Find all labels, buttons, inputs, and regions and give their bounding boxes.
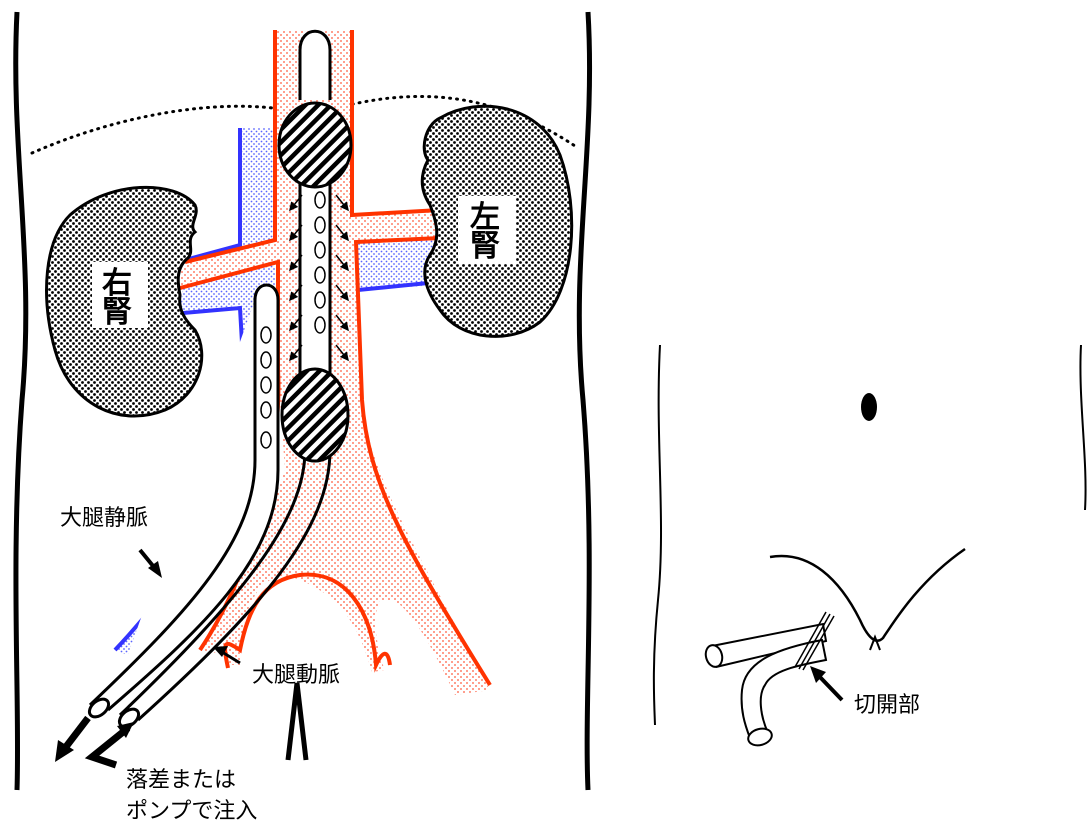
infusion-label-1: 落差または: [126, 768, 236, 793]
left-kidney: 左 腎: [422, 106, 571, 336]
incision-label: 切開部: [854, 693, 920, 718]
right-kidney-label-2: 腎: [102, 295, 132, 330]
femoral-vein-pointer: [140, 550, 162, 578]
infusion-label-2: ポンプで注入: [126, 799, 257, 824]
right-kidney: 右 腎: [47, 187, 202, 416]
groin-line: [770, 549, 965, 641]
surface-catheters: [703, 612, 834, 748]
femoral-vein-label: 大腿静脈: [60, 506, 148, 531]
incision-pointer: [810, 666, 842, 700]
infusion-arrows: [55, 718, 134, 765]
navel: [861, 393, 877, 421]
femoral-artery-marker: [288, 683, 306, 760]
left-kidney-label-2: 腎: [470, 229, 500, 264]
